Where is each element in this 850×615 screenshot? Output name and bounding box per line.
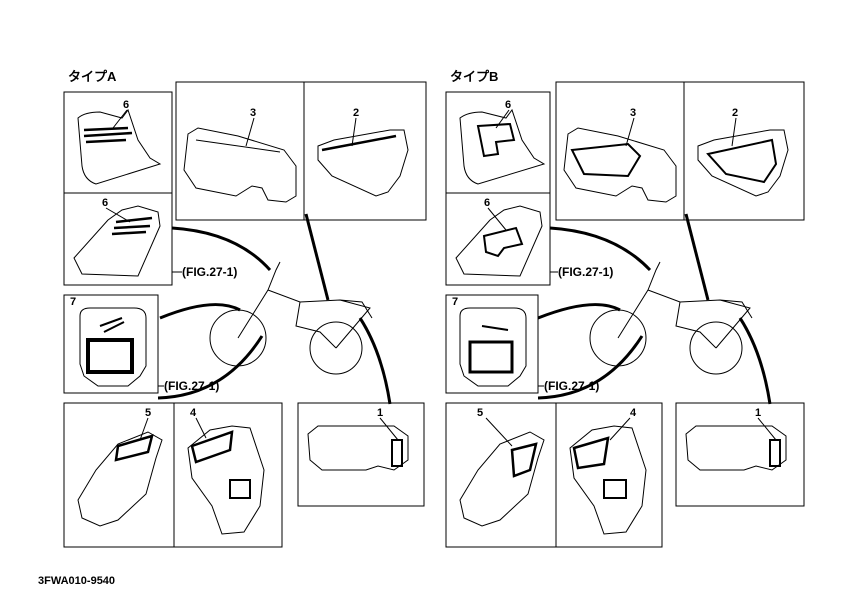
callout-a-2: 2	[353, 107, 360, 119]
part-b-6-bottom-graphic	[482, 226, 524, 258]
leader-b-5	[485, 417, 513, 447]
callout-a-5: 5	[145, 407, 152, 419]
part-b-4-logo	[572, 436, 610, 470]
part-b-3-graphic	[570, 142, 642, 178]
curve-a-2	[159, 303, 241, 320]
curve-b-3	[537, 335, 644, 400]
part-a-4-window	[229, 479, 251, 499]
callout-b-3: 3	[630, 107, 637, 119]
type-b-group	[445, 81, 805, 548]
part-b-1	[685, 425, 787, 471]
leader-b-3	[625, 117, 635, 147]
part-b-5-logo	[510, 442, 538, 478]
box-a-5	[63, 402, 175, 548]
part-a-1-mark	[391, 439, 403, 467]
leader-a-6-bottom	[105, 207, 131, 223]
part-b-3	[563, 127, 677, 203]
curve-b-4	[684, 213, 710, 301]
part-a-6-top	[77, 108, 162, 185]
callout-b-6-bottom: 6	[484, 197, 491, 209]
leader-b-6-top	[495, 109, 510, 129]
box-a-7	[63, 294, 159, 394]
curve-a-5	[358, 317, 392, 405]
curve-b-2	[537, 303, 621, 320]
fig-ref-b-2: (FIG.27-1)	[544, 379, 600, 393]
callout-b-4: 4	[630, 407, 637, 419]
fig-ref-b-1: (FIG.27-1)	[558, 265, 614, 279]
type-a-title: タイプA	[68, 69, 117, 84]
part-b-6-top	[459, 108, 546, 185]
callout-b-7: 7	[452, 296, 459, 308]
diagram-code: 3FWA010-9540	[38, 575, 116, 587]
part-b-2-graphic	[706, 138, 778, 184]
part-a-4-logo	[190, 430, 234, 464]
part-b-4	[569, 425, 647, 535]
part-b-6-top-graphic	[476, 122, 516, 158]
callout-a-3: 3	[250, 107, 257, 119]
box-b-5	[445, 402, 557, 548]
headlight-window-a	[86, 338, 134, 374]
part-a-1	[307, 425, 409, 471]
curve-a-1	[171, 226, 272, 272]
part-a-5	[77, 431, 163, 527]
callout-a-1: 1	[377, 407, 384, 419]
callout-b-1: 1	[755, 407, 762, 419]
part-a-3	[183, 127, 297, 203]
part-b-1-mark	[769, 439, 781, 467]
box-b-7	[445, 294, 539, 394]
part-a-3-inner	[195, 139, 281, 153]
part-b-7-mark	[481, 325, 509, 331]
part-b-2	[697, 129, 789, 197]
callout-a-7: 7	[70, 296, 77, 308]
curve-a-3	[157, 335, 264, 400]
box-b-1	[675, 402, 805, 507]
part-a-4	[187, 425, 265, 535]
stripe-a-6-top	[83, 126, 133, 144]
curve-b-5	[738, 317, 772, 405]
callout-b-5: 5	[477, 407, 484, 419]
motorcycle-b	[589, 261, 753, 375]
leader-a-5	[139, 417, 149, 441]
box-b-4	[555, 402, 663, 548]
box-a-1	[297, 402, 425, 507]
part-a-7	[79, 307, 147, 387]
callout-b-6-top: 6	[505, 99, 512, 111]
curve-b-1	[549, 226, 652, 272]
part-b-4-window	[603, 479, 627, 499]
leader-b-1	[757, 417, 777, 441]
box-b-6-bottom	[445, 192, 551, 286]
leader-a-4	[195, 417, 207, 439]
callout-a-6-bottom: 6	[102, 197, 109, 209]
stripe-a-6-bottom	[111, 216, 153, 236]
leader-a-1	[379, 417, 399, 441]
part-a-2-stripe	[321, 134, 397, 152]
type-a-group	[63, 81, 427, 548]
leader-a-6-top	[112, 109, 128, 129]
box-a-4	[173, 402, 283, 548]
type-b-title: タイプB	[450, 69, 499, 84]
part-a-2	[317, 129, 409, 197]
leader-b-2	[731, 117, 737, 147]
leader-a-3	[245, 117, 255, 147]
part-b-6-bottom	[455, 205, 543, 277]
headlight-window-b	[468, 340, 514, 374]
part-b-7	[459, 307, 527, 387]
fig-ref-a-2: (FIG.27-1)	[164, 379, 220, 393]
part-b-5	[459, 431, 545, 527]
box-a-2	[303, 81, 427, 221]
callout-a-6-top: 6	[123, 99, 130, 111]
callout-a-4: 4	[190, 407, 197, 419]
leader-a-2	[351, 117, 357, 147]
part-a-5-logo	[114, 434, 154, 462]
box-a-6-bottom	[63, 192, 173, 286]
box-b-2	[683, 81, 805, 221]
fig-ref-a-1: (FIG.27-1)	[182, 265, 238, 279]
leader-b-4	[609, 417, 631, 441]
part-a-7-mark	[99, 317, 125, 333]
curve-a-4	[304, 213, 330, 301]
leader-b-6-bottom	[487, 207, 507, 231]
callout-b-2: 2	[732, 107, 739, 119]
part-a-6-bottom	[73, 205, 161, 277]
